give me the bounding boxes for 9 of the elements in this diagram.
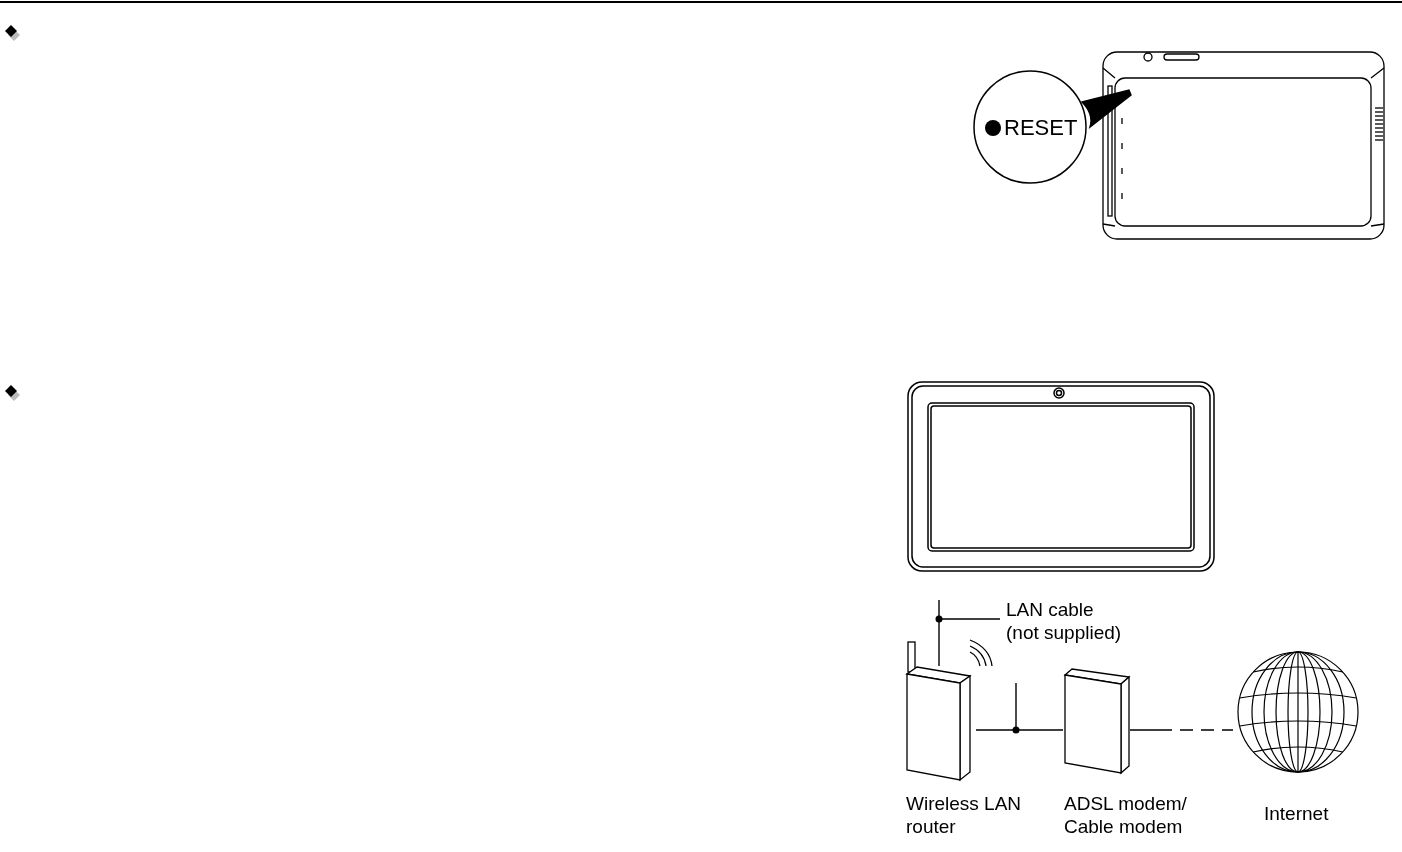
cable-line [975, 682, 1064, 734]
device-label: ADSL modem/ Cable modem [1064, 792, 1188, 838]
leader-line [935, 615, 1001, 623]
device-label: Internet [1264, 802, 1330, 825]
cable-line [1129, 729, 1234, 731]
cable-line [938, 599, 940, 667]
device-label: Wireless LAN router [906, 792, 1023, 838]
cable-label: LAN cable (not supplied) [1006, 598, 1123, 644]
reset-label: RESET [1004, 115, 1078, 141]
